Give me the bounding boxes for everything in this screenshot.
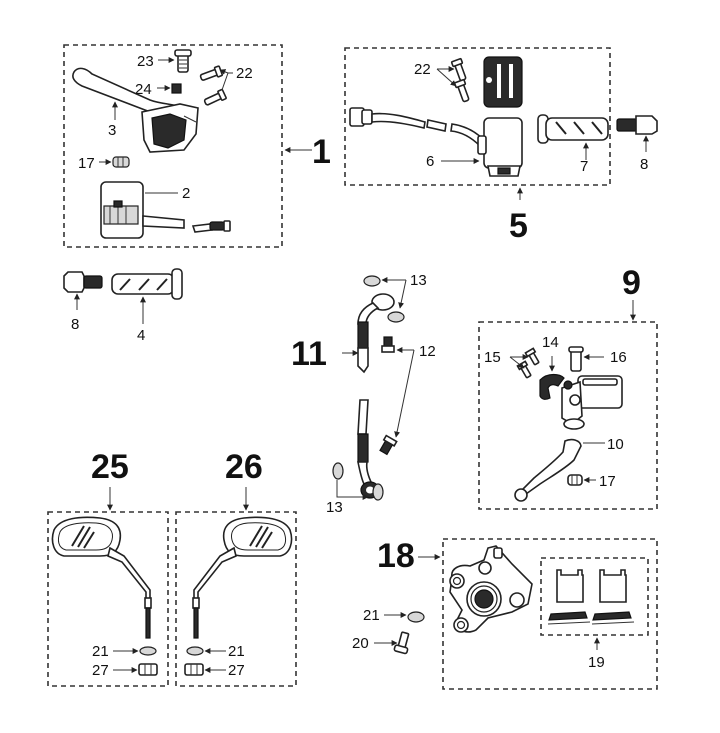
label-part-4: 4 [137, 327, 145, 344]
assembly-18-box [442, 538, 658, 690]
clamp-screws[interactable] [516, 347, 540, 379]
label-part-17-a9: 17 [599, 473, 616, 490]
label-part-12: 12 [419, 343, 436, 360]
label-part-27-m25: 27 [92, 662, 109, 679]
label-part-3: 3 [108, 122, 116, 139]
grip-right[interactable] [537, 114, 609, 144]
screw-pair-a5[interactable] [450, 57, 471, 103]
caliper-bolt[interactable] [393, 631, 412, 655]
mirror-nut-m26[interactable] [184, 663, 204, 676]
nut-a9[interactable] [567, 474, 583, 486]
brake-caliper[interactable] [449, 545, 533, 633]
label-assembly-26: 26 [225, 448, 263, 486]
leader-22-a5-b [436, 68, 457, 87]
brake-lever[interactable] [514, 438, 582, 502]
master-cylinder[interactable] [561, 375, 623, 430]
assembly-19-box [540, 557, 649, 636]
lever-left[interactable] [72, 67, 199, 153]
washer-m26[interactable] [186, 646, 204, 656]
label-assembly-1: 1 [312, 133, 331, 171]
label-part-6: 6 [426, 153, 434, 170]
label-assembly-5: 5 [509, 207, 528, 245]
assembly-25-box [47, 511, 169, 687]
label-assembly-11: 11 [291, 335, 327, 373]
label-part-10: 10 [607, 436, 624, 453]
assembly-26-box [175, 511, 297, 687]
label-part-17-a1: 17 [78, 155, 95, 172]
mirror-left[interactable] [51, 516, 152, 639]
mirror-nut-m25[interactable] [138, 663, 158, 676]
label-part-23: 23 [137, 53, 154, 70]
assembly-25: 25 21 27 [47, 448, 169, 687]
leader-13-top-b [398, 279, 407, 309]
pivot-bolt[interactable] [568, 346, 584, 372]
label-part-21-caliper: 21 [363, 607, 380, 624]
switch-right[interactable] [349, 107, 523, 177]
label-part-8-top: 8 [640, 156, 648, 173]
brake-hose-lower[interactable] [357, 399, 380, 499]
assembly-9-box [478, 321, 658, 510]
leader-13-bottom [336, 480, 369, 500]
label-part-19: 19 [588, 654, 605, 671]
washer-copper-4[interactable] [372, 483, 384, 501]
label-assembly-25: 25 [91, 448, 129, 486]
assembly-18: 18 19 [377, 537, 658, 690]
bar-end-right[interactable] [616, 115, 658, 135]
assembly-11: 11 13 13 [291, 272, 436, 516]
lever-nut[interactable] [171, 83, 182, 94]
leader-15-b [509, 356, 525, 369]
washer-copper-2[interactable] [387, 311, 405, 323]
lever-pivot-bolt[interactable] [174, 49, 192, 73]
label-part-22-a5: 22 [414, 61, 431, 78]
label-part-8-left: 8 [71, 316, 79, 333]
label-part-15: 15 [484, 349, 501, 366]
assembly-26: 26 21 27 [175, 448, 297, 687]
banjo-bolt-upper[interactable] [381, 336, 395, 353]
master-cylinder-clamp[interactable] [539, 373, 565, 400]
label-part-21-m26: 21 [228, 643, 245, 660]
banjo-bolt-lower[interactable] [378, 434, 398, 456]
assembly-5: 5 22 6 [344, 47, 611, 245]
leader-22-a1 [221, 72, 233, 91]
brake-pads[interactable] [547, 569, 635, 625]
label-part-16: 16 [610, 349, 627, 366]
label-part-27-m26: 27 [228, 662, 245, 679]
screw-pair-a1[interactable] [199, 65, 227, 107]
label-part-13-top: 13 [410, 272, 427, 289]
label-part-7: 7 [580, 158, 588, 175]
grip-left[interactable] [111, 268, 183, 300]
label-part-14: 14 [542, 334, 559, 351]
label-part-2: 2 [182, 185, 190, 202]
washer-caliper[interactable] [407, 611, 425, 623]
label-part-22-a1: 22 [236, 65, 253, 82]
brake-hose-upper[interactable] [357, 293, 395, 374]
assembly-1-box [63, 44, 283, 248]
leader-12-b [394, 349, 415, 438]
leader-22-a1-b [219, 69, 229, 75]
label-assembly-9: 9 [622, 264, 641, 302]
mirror-right[interactable] [192, 516, 293, 639]
assembly-5-box [344, 47, 611, 186]
label-part-13-bottom: 13 [326, 499, 343, 516]
washer-copper-3[interactable] [332, 462, 344, 480]
label-part-21-m25: 21 [92, 643, 109, 660]
nut-a1[interactable] [112, 156, 130, 168]
washer-copper-1[interactable] [363, 275, 381, 287]
label-part-24: 24 [135, 81, 152, 98]
switch-left[interactable] [100, 181, 231, 239]
washer-m25[interactable] [139, 646, 157, 656]
assembly-1: 1 3 23 24 22 [63, 44, 331, 248]
assembly-9: 9 15 14 16 [478, 264, 658, 510]
switch-right-upper[interactable] [483, 56, 523, 108]
label-part-20: 20 [352, 635, 369, 652]
bar-end-left[interactable] [63, 271, 103, 293]
label-assembly-18: 18 [377, 537, 415, 575]
